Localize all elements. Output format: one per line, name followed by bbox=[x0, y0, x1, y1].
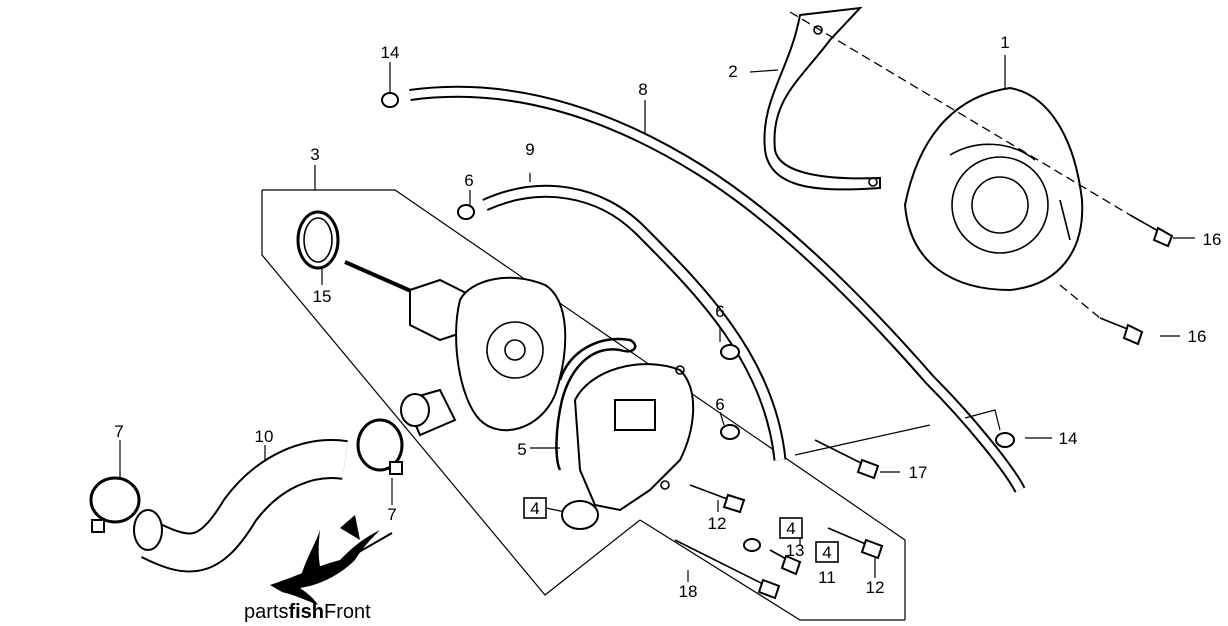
label-6-low: 6 bbox=[715, 395, 724, 414]
bolt-16-lower bbox=[1099, 317, 1144, 346]
hose-clamp-7-left bbox=[89, 476, 141, 533]
bolt-11 bbox=[769, 549, 802, 576]
part-labels: 1 2 3 4 4 4 5 6 6 6 7 7 8 9 10 11 12 12 … bbox=[114, 33, 1221, 601]
label-16-lower: 16 bbox=[1188, 327, 1207, 346]
clamp-6-mid bbox=[720, 344, 740, 360]
label-8: 8 bbox=[638, 80, 647, 99]
label-11: 11 bbox=[818, 568, 836, 587]
bolt-12-lower bbox=[827, 527, 884, 560]
bracket-part bbox=[763, 6, 881, 191]
label-1: 1 bbox=[1000, 33, 1009, 52]
label-4-left: 4 bbox=[530, 499, 539, 518]
hose-10 bbox=[133, 439, 348, 573]
label-2: 2 bbox=[728, 62, 737, 81]
clamp-6-low bbox=[720, 424, 740, 440]
label-18: 18 bbox=[679, 582, 698, 601]
watermark-text: partsfishFront bbox=[244, 601, 371, 623]
hose-9 bbox=[482, 184, 787, 461]
swordfish-logo-icon bbox=[270, 515, 393, 605]
label-4-middle: 4 bbox=[786, 519, 795, 538]
label-14-lower: 14 bbox=[1059, 429, 1078, 448]
label-7-left: 7 bbox=[114, 422, 123, 441]
ref-box-4-left bbox=[523, 497, 547, 519]
bolt-17-guide bbox=[794, 424, 931, 456]
label-12-upper: 12 bbox=[708, 514, 727, 533]
hose-clamp-7-right bbox=[356, 418, 404, 475]
bolt-16-upper bbox=[1129, 214, 1174, 248]
label-16-upper: 16 bbox=[1203, 230, 1222, 249]
pump-cover bbox=[561, 363, 695, 530]
o-ring-15 bbox=[296, 210, 340, 270]
label-5: 5 bbox=[517, 440, 526, 459]
bolt-17 bbox=[814, 439, 880, 480]
label-6-mid: 6 bbox=[715, 302, 724, 321]
label-10: 10 bbox=[255, 427, 274, 446]
label-15: 15 bbox=[313, 287, 332, 306]
label-14-upper: 14 bbox=[381, 43, 400, 62]
label-6-top: 6 bbox=[464, 171, 473, 190]
label-4-right: 4 bbox=[822, 543, 831, 562]
label-17: 17 bbox=[909, 463, 928, 482]
ref-box-4-right bbox=[815, 541, 839, 563]
clamp-14-upper bbox=[381, 92, 399, 108]
bolt-12-upper bbox=[689, 484, 746, 514]
label-13: 13 bbox=[786, 541, 805, 560]
label-12-lower: 12 bbox=[866, 578, 885, 597]
label-9: 9 bbox=[525, 140, 534, 159]
pump-body bbox=[344, 260, 567, 437]
clamp-6-top bbox=[457, 204, 475, 220]
alignment-line-upper bbox=[789, 11, 1131, 216]
label-7-right: 7 bbox=[387, 505, 396, 524]
clamp-14-lower bbox=[964, 409, 1015, 448]
washer-13 bbox=[743, 538, 761, 552]
cover-part bbox=[903, 86, 1084, 292]
bolt-18 bbox=[674, 539, 781, 600]
label-3: 3 bbox=[310, 145, 319, 164]
gasket-5 bbox=[555, 337, 637, 471]
alignment-line-lower bbox=[1059, 284, 1101, 319]
ref-box-4-middle bbox=[779, 517, 803, 539]
